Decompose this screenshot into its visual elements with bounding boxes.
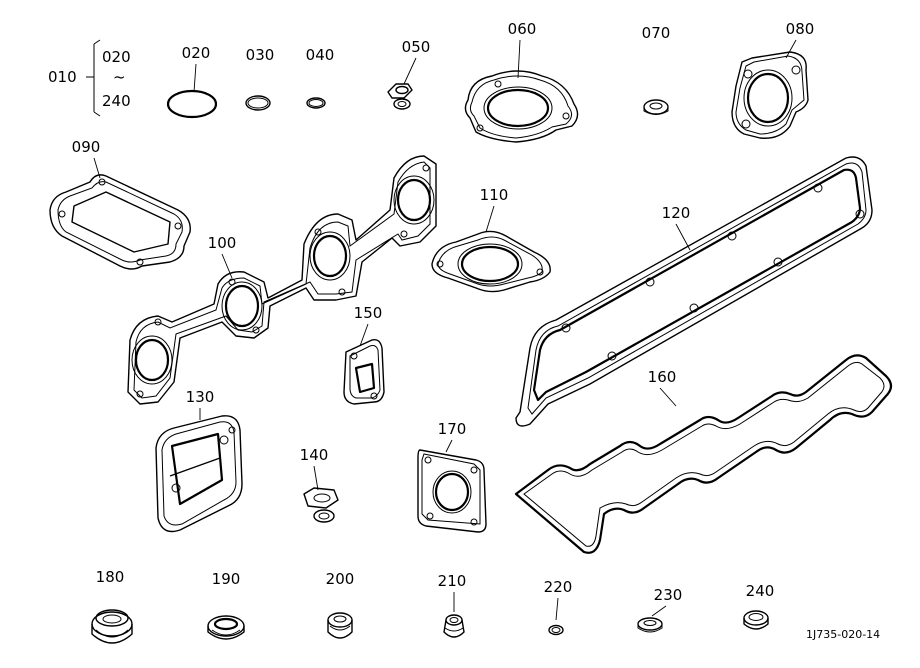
label-170: 170 (438, 420, 467, 438)
part-100-manifold-gasket (127, 155, 437, 405)
part-040-o-ring (306, 97, 326, 109)
label-040: 040 (306, 46, 335, 64)
part-030-o-ring (245, 95, 271, 111)
label-160: 160 (648, 368, 677, 386)
label-range-end: 240 (102, 92, 131, 110)
label-100: 100 (208, 234, 237, 252)
label-130: 130 (186, 388, 215, 406)
leader-020 (193, 63, 197, 93)
label-140: 140 (300, 446, 329, 464)
figure-code: 1J735-020-14 (806, 628, 880, 641)
part-020-o-ring (166, 89, 218, 119)
leader-110 (485, 205, 495, 233)
part-220-o-ring (548, 624, 564, 636)
leader-060 (517, 39, 521, 79)
label-030: 030 (246, 46, 275, 64)
label-070: 070 (642, 24, 671, 42)
part-110-outlet-gasket (431, 230, 551, 293)
label-110: 110 (480, 186, 509, 204)
part-070-washer (643, 99, 669, 115)
part-130-frame-gasket (155, 415, 243, 533)
label-060: 060 (508, 20, 537, 38)
label-180: 180 (96, 568, 125, 586)
label-190: 190 (212, 570, 241, 588)
leader-220 (555, 597, 559, 621)
leader-230 (651, 605, 667, 617)
leader-170 (445, 439, 453, 453)
label-210: 210 (438, 572, 467, 590)
label-range-tilde: ~ (113, 68, 126, 86)
part-230-washer (637, 617, 663, 633)
label-220: 220 (544, 578, 573, 596)
part-170-square-gasket (417, 449, 487, 533)
leader-140 (313, 465, 319, 491)
label-range-start: 020 (102, 48, 131, 66)
part-180-oil-seal (91, 609, 133, 644)
label-010: 010 (48, 68, 77, 86)
part-090-cover-gasket (49, 174, 191, 270)
range-brace (86, 39, 101, 117)
leader-080 (785, 39, 797, 59)
part-060-flange-gasket (464, 70, 579, 143)
part-050-seal-washer (387, 83, 413, 110)
leader-160 (659, 387, 677, 407)
leader-150 (359, 323, 369, 347)
label-020: 020 (182, 44, 211, 62)
part-240-oil-seal (743, 610, 769, 630)
part-150-plate-gasket (343, 338, 385, 405)
label-150: 150 (354, 304, 383, 322)
leader-050 (403, 57, 417, 85)
label-230: 230 (654, 586, 683, 604)
part-080-flange-gasket (731, 51, 809, 139)
label-080: 080 (786, 20, 815, 38)
label-050: 050 (402, 38, 431, 56)
part-120-head-cover-gasket (515, 156, 873, 427)
part-200-oil-seal (327, 612, 353, 639)
part-140-seal-washer (303, 487, 339, 523)
label-090: 090 (72, 138, 101, 156)
label-120: 120 (662, 204, 691, 222)
label-200: 200 (326, 570, 355, 588)
part-210-valve-seal (443, 614, 465, 638)
label-240: 240 (746, 582, 775, 600)
part-190-oil-seal (207, 615, 245, 640)
part-160-cover-gasket-loop (514, 354, 893, 554)
